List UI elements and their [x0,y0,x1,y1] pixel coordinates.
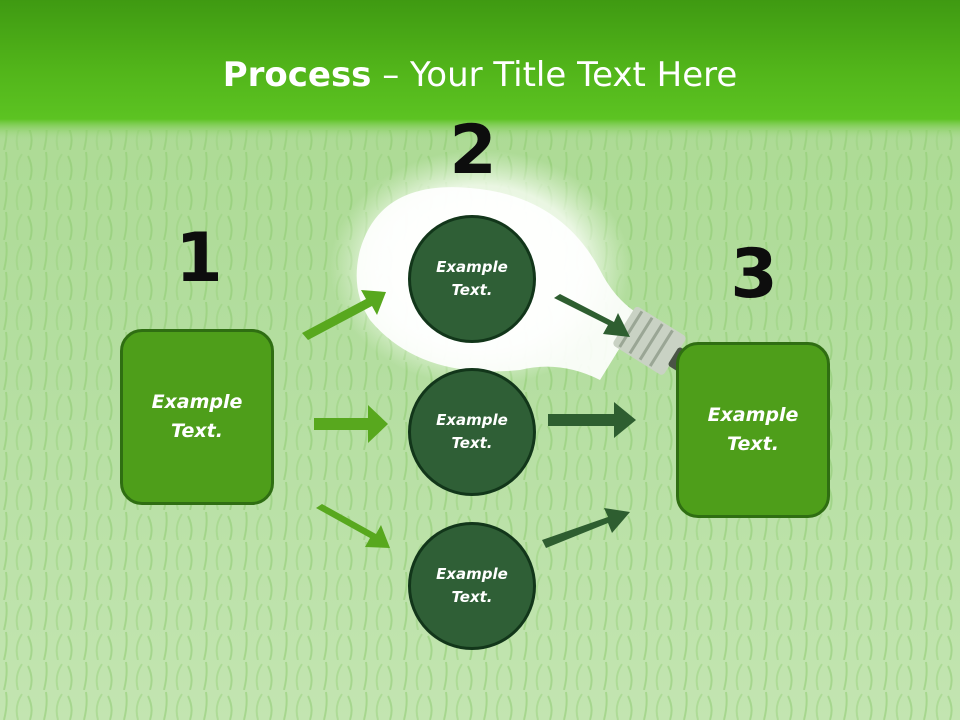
slide-title: Process – Your Title Text Here [0,54,960,96]
arrow-bottom-to-3 [542,508,630,548]
step-1-box: Example Text. [120,329,274,505]
step-number-3: 3 [730,235,778,314]
step-2-circle-top: Example Text. [408,215,536,343]
arrow-middle-to-3 [548,402,636,438]
step-3-box: Example Text. [676,342,830,518]
step-number-2: 2 [449,111,497,190]
arrow-1-to-bottom [316,504,390,548]
title-bar [0,0,960,140]
step-2-circle-bottom: Example Text. [408,522,536,650]
step-2-text-top: Example Text. [436,258,508,299]
title-rest: – Your Title Text Here [371,55,738,95]
title-bold: Process [222,55,372,95]
step-2-text-bottom: Example Text. [436,565,508,606]
step-2-circle-middle: Example Text. [408,368,536,496]
step-1-text: Example Text. [151,391,243,442]
step-2-text-middle: Example Text. [436,411,508,452]
step-3-text: Example Text. [707,404,799,455]
arrow-top-to-3 [554,294,630,337]
arrow-1-to-top [302,290,386,340]
step-number-1: 1 [175,219,223,298]
arrow-1-to-middle [314,405,388,443]
